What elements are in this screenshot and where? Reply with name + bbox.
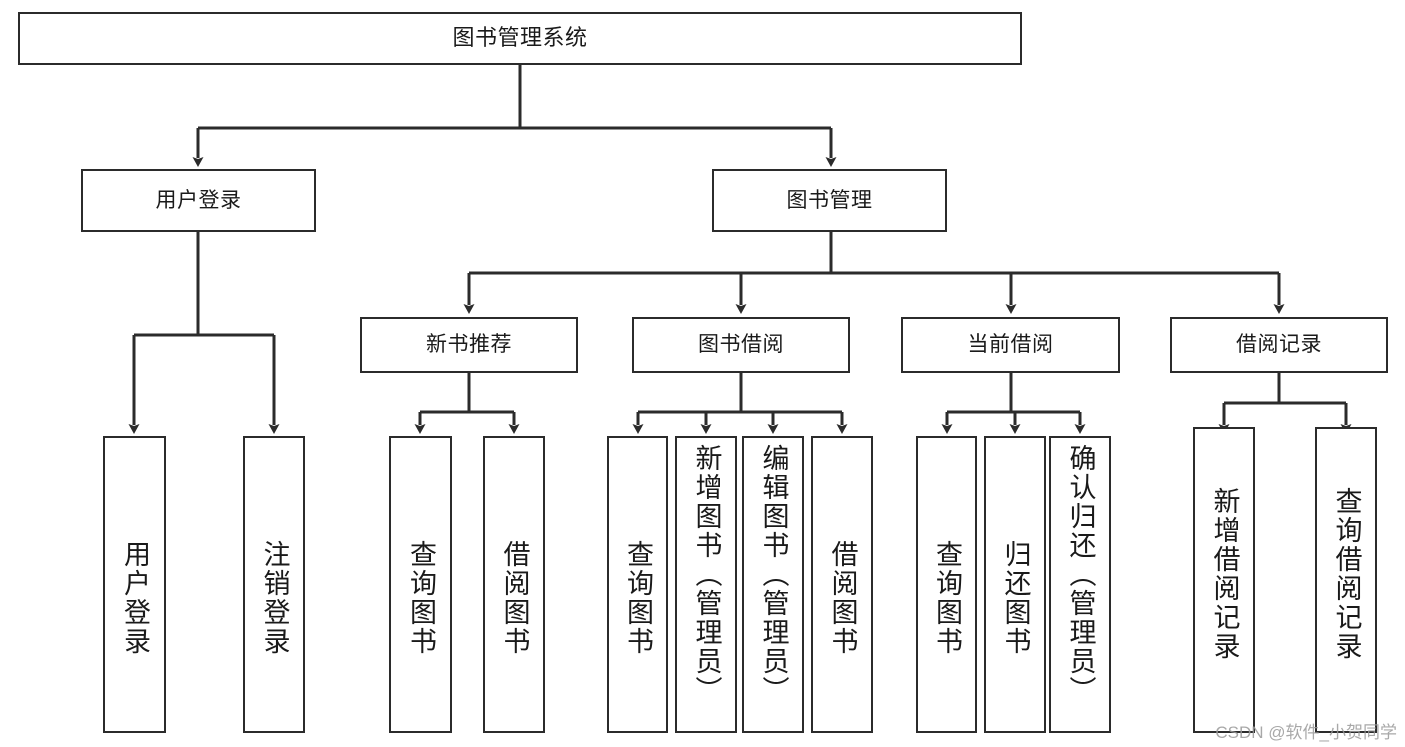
leaf-new-book-borrow-label: 借阅图书 bbox=[499, 540, 530, 656]
leaf-book-borrow-add[interactable]: 新增图书（管理员） bbox=[675, 436, 737, 733]
leaf-new-book-query[interactable]: 查询图书 bbox=[389, 436, 452, 733]
leaf-user-login-signout[interactable]: 注销登录 bbox=[243, 436, 305, 733]
node-book-borrow-label: 图书借阅 bbox=[698, 333, 784, 357]
leaf-current-borrow-confirm-label: 确认归还（管理员） bbox=[1065, 444, 1096, 705]
leaf-borrow-record-add[interactable]: 新增借阅记录 bbox=[1193, 427, 1255, 733]
leaf-borrow-record-query-label: 查询借阅记录 bbox=[1331, 487, 1362, 661]
node-new-book-recommend-label: 新书推荐 bbox=[426, 333, 512, 357]
leaf-new-book-query-label: 查询图书 bbox=[406, 540, 436, 656]
leaf-book-borrow-add-label: 新增图书（管理员） bbox=[691, 444, 722, 705]
node-user-login[interactable]: 用户登录 bbox=[81, 169, 316, 232]
leaf-user-login-signout-label: 注销登录 bbox=[259, 540, 290, 656]
leaf-current-borrow-return-label: 归还图书 bbox=[1000, 540, 1031, 656]
node-book-management[interactable]: 图书管理 bbox=[712, 169, 947, 232]
watermark-text: CSDN @软件_小贺同学 bbox=[1215, 723, 1397, 742]
node-new-book-recommend[interactable]: 新书推荐 bbox=[360, 317, 578, 373]
leaf-new-book-borrow[interactable]: 借阅图书 bbox=[483, 436, 545, 733]
node-current-borrow-label: 当前借阅 bbox=[967, 333, 1054, 357]
node-borrow-record[interactable]: 借阅记录 bbox=[1170, 317, 1388, 373]
node-root[interactable]: 图书管理系统 bbox=[18, 12, 1022, 65]
leaf-user-login-signin-label: 用户登录 bbox=[120, 540, 150, 656]
leaf-borrow-record-query[interactable]: 查询借阅记录 bbox=[1315, 427, 1377, 733]
node-user-login-label: 用户登录 bbox=[155, 188, 242, 212]
node-root-label: 图书管理系统 bbox=[452, 25, 588, 51]
leaf-book-borrow-borrow[interactable]: 借阅图书 bbox=[811, 436, 873, 733]
leaf-book-borrow-query[interactable]: 查询图书 bbox=[607, 436, 668, 733]
leaf-current-borrow-confirm[interactable]: 确认归还（管理员） bbox=[1049, 436, 1111, 733]
leaf-book-borrow-borrow-label: 借阅图书 bbox=[827, 540, 858, 656]
leaf-user-login-signin[interactable]: 用户登录 bbox=[103, 436, 166, 733]
leaf-book-borrow-edit[interactable]: 编辑图书（管理员） bbox=[742, 436, 804, 733]
leaf-book-borrow-edit-label: 编辑图书（管理员） bbox=[758, 444, 789, 705]
node-book-borrow[interactable]: 图书借阅 bbox=[632, 317, 850, 373]
leaf-current-borrow-return[interactable]: 归还图书 bbox=[984, 436, 1046, 733]
node-current-borrow[interactable]: 当前借阅 bbox=[901, 317, 1120, 373]
leaf-current-borrow-query[interactable]: 查询图书 bbox=[916, 436, 977, 733]
leaf-current-borrow-query-label: 查询图书 bbox=[932, 540, 962, 656]
node-borrow-record-label: 借阅记录 bbox=[1236, 333, 1322, 357]
node-book-management-label: 图书管理 bbox=[786, 188, 873, 212]
leaf-borrow-record-add-label: 新增借阅记录 bbox=[1209, 487, 1240, 661]
leaf-book-borrow-query-label: 查询图书 bbox=[623, 540, 653, 656]
